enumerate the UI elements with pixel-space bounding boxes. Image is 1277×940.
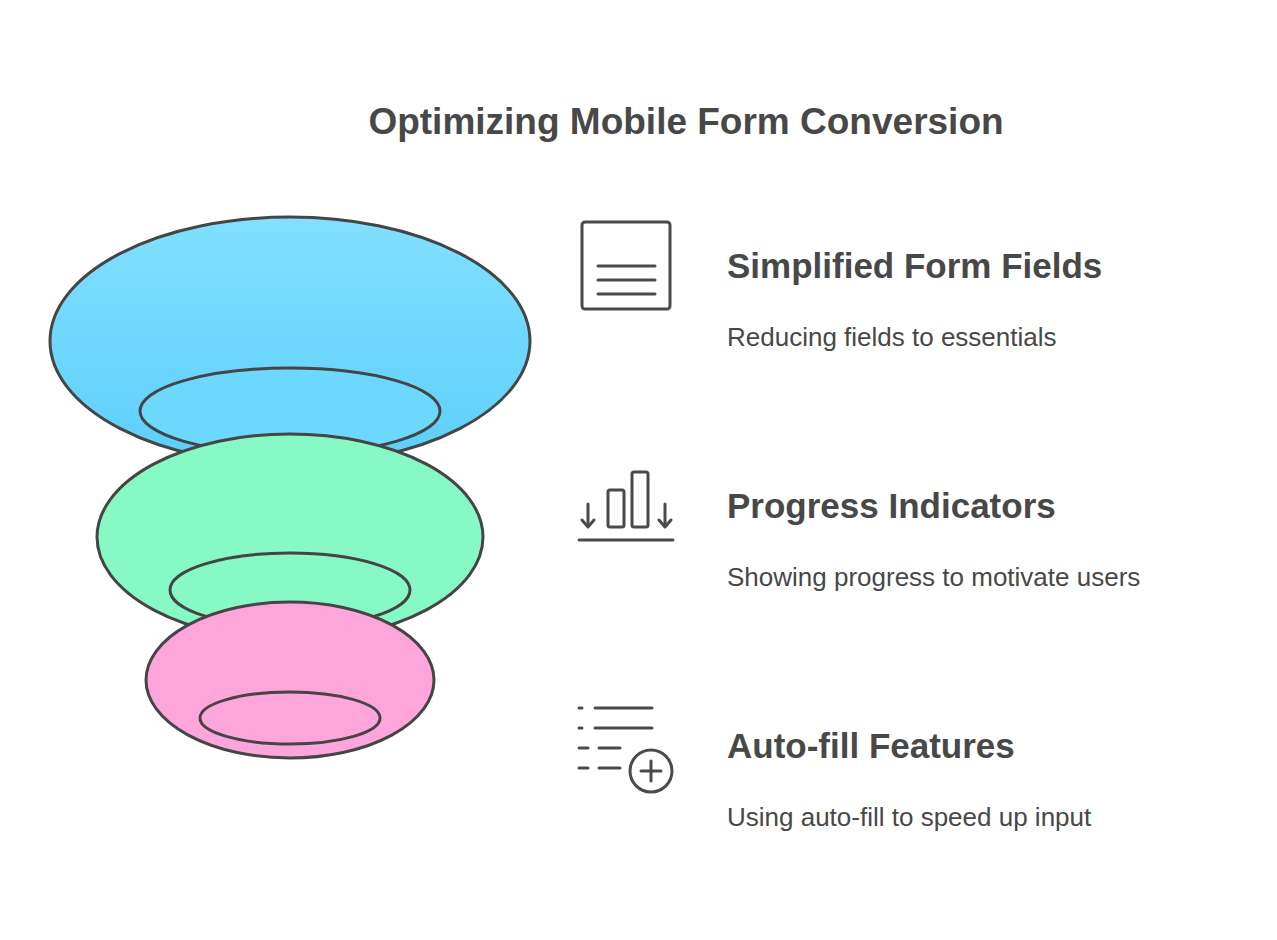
item-heading: Progress Indicators: [727, 485, 1056, 527]
funnel-layer: [50, 217, 530, 465]
item-description: Using auto-fill to speed up input: [727, 802, 1091, 833]
funnel-hole: [200, 692, 380, 744]
diagram-title: Optimizing Mobile Form Conversion: [368, 100, 1003, 144]
autofill-icon: [579, 708, 672, 792]
item-description: Reducing fields to essentials: [727, 322, 1057, 353]
item-heading: Simplified Form Fields: [727, 245, 1102, 287]
item-description: Showing progress to motivate users: [727, 562, 1140, 593]
progress-icon: [579, 472, 673, 540]
item-heading: Auto-fill Features: [727, 725, 1015, 767]
form-icon: [582, 222, 670, 309]
funnel-layer: [146, 602, 434, 758]
